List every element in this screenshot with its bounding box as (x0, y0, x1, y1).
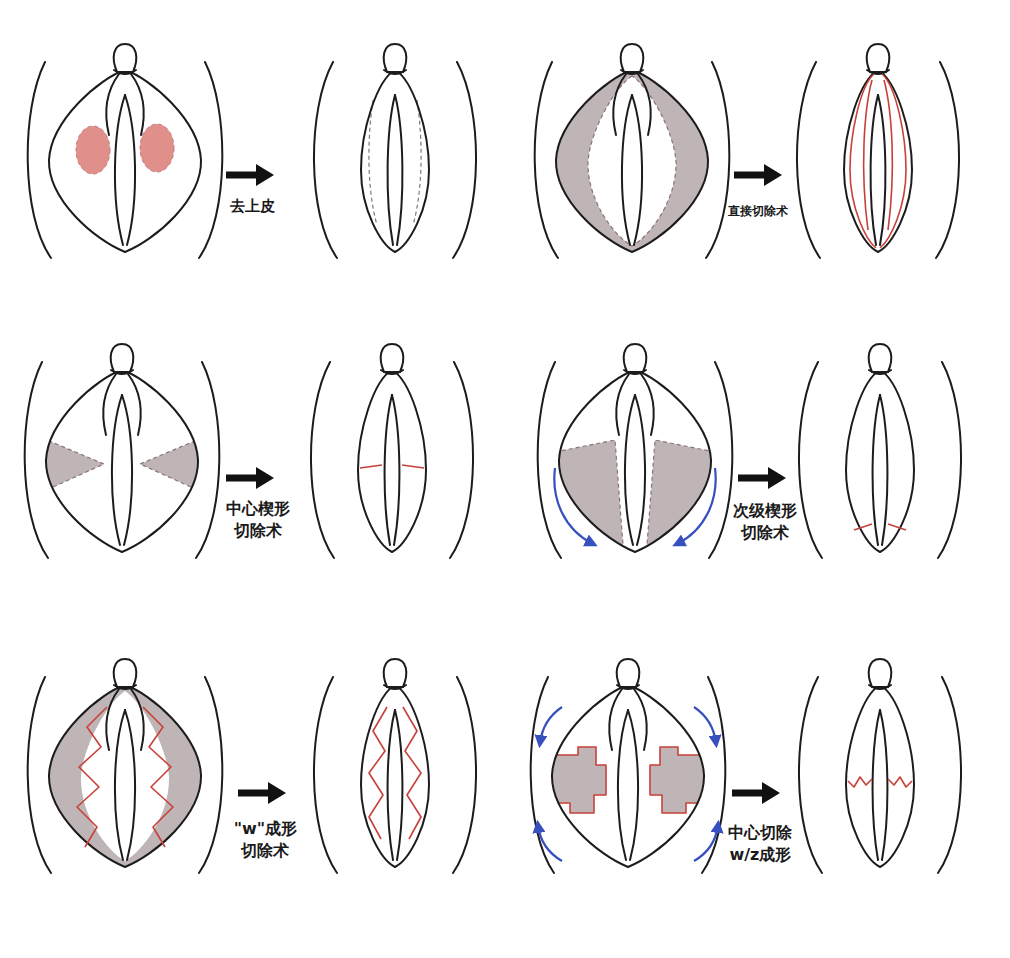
arrow (732, 782, 780, 804)
before-figure (28, 659, 223, 873)
arrow (238, 782, 286, 804)
after-figure (311, 344, 473, 558)
before-figure (531, 659, 726, 873)
technique-label: "w"成形 切除术 (231, 818, 300, 861)
after-figure (799, 659, 961, 873)
after-figure (797, 44, 959, 258)
before-figure (25, 344, 220, 558)
technique-label: 中心楔形 切除术 (224, 498, 293, 541)
before-figure (28, 44, 223, 258)
technique-label: 中心切除 w/z成形 (726, 822, 795, 865)
arrow (226, 164, 274, 186)
technique-label: 去上皮 (207, 196, 297, 216)
after-figure (314, 659, 476, 873)
arrow (734, 164, 782, 186)
before-figure (535, 44, 730, 258)
arrow (738, 467, 786, 489)
before-figure (538, 344, 733, 558)
technique-label: 次级楔形 切除术 (731, 500, 800, 543)
after-figure (799, 344, 961, 558)
technique-label: 直接切除术 (716, 203, 800, 219)
arrow (226, 467, 274, 489)
after-figure (314, 44, 476, 258)
